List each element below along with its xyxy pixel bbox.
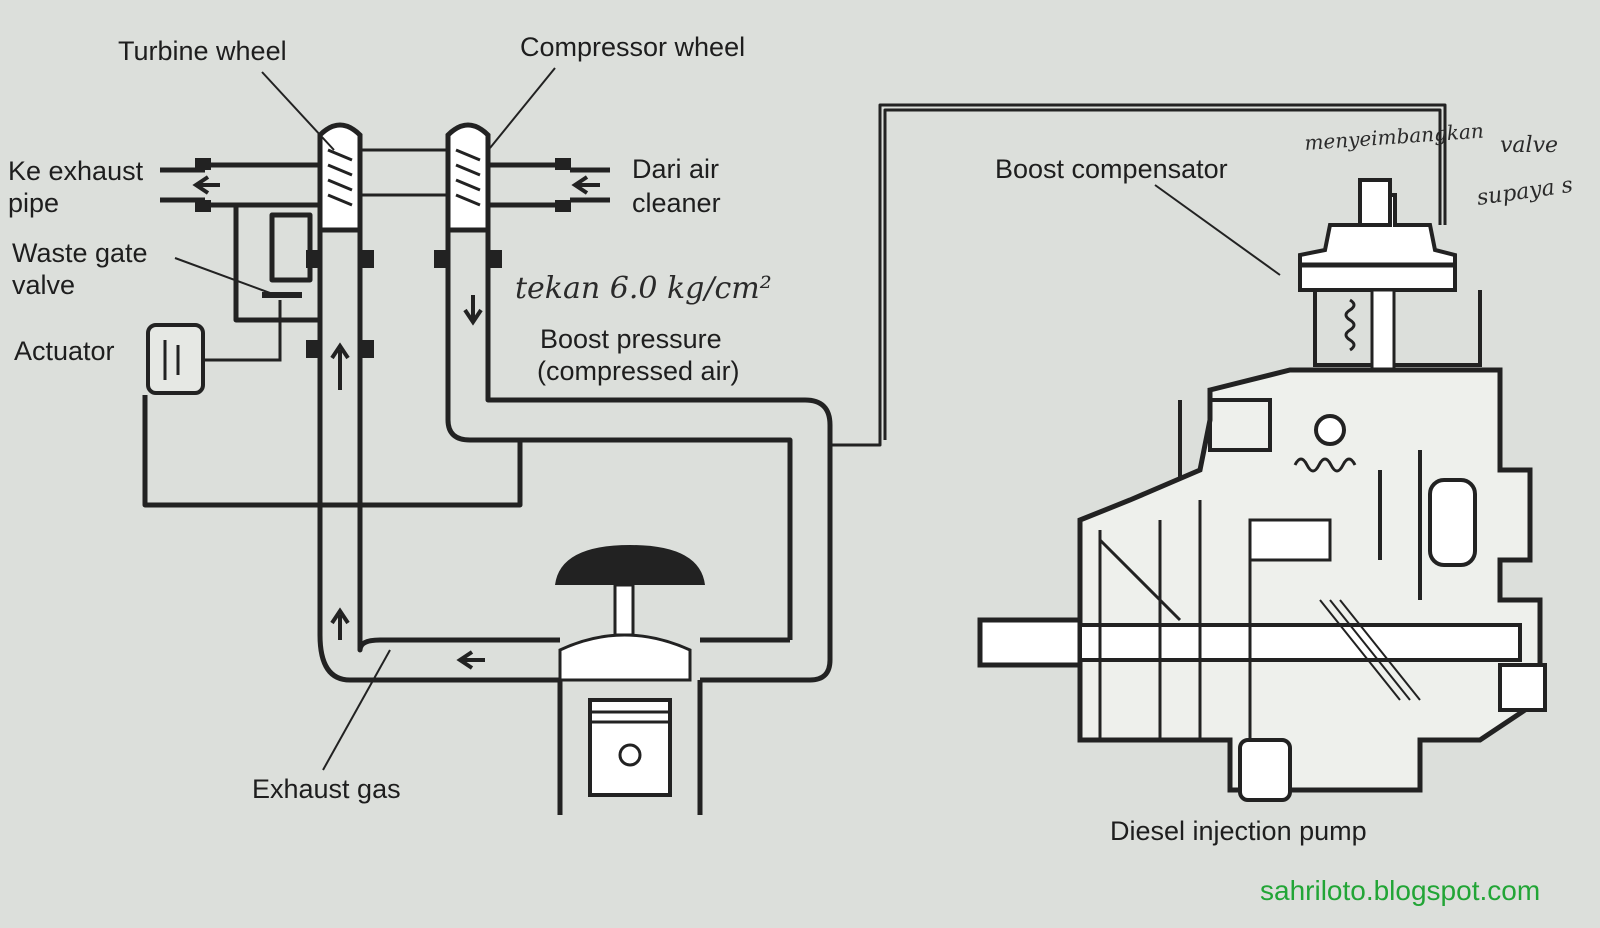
label-boost-pressure: Boost pressure [540,324,722,354]
label-dari-air: Dari air [632,154,719,184]
label-waste-gate: Waste gate [12,238,148,268]
label-compressor-wheel: Compressor wheel [520,32,745,62]
arrow-exhaust-out [192,175,220,195]
diesel-injection-pump [977,178,1547,802]
boost-line [830,103,1447,447]
label-diesel-injection-pump: Diesel injection pump [1110,816,1367,846]
turbocharger-unit [142,122,833,683]
handwritten-note-top-right: valve [1500,133,1558,158]
boost-compensator [1358,178,1392,227]
label-boost-compensator: Boost compensator [995,154,1228,184]
label-ke-exhaust: Ke exhaust [8,156,144,186]
handwritten-note-top: menyeimbangkan [1304,119,1485,155]
label-waste-gate-valve: valve [12,270,75,300]
label-turbine-wheel: Turbine wheel [118,36,287,66]
compressor-wheel [445,122,491,233]
label-exhaust-gas: Exhaust gas [252,774,401,804]
actuator [146,323,205,395]
label-ke-exhaust-pipe: pipe [8,188,59,218]
leader-lines [174,67,1281,771]
label-actuator: Actuator [14,336,115,366]
watermark: sahriloto.blogspot.com [1260,875,1540,906]
engine-cylinder [555,545,705,815]
arrow-air-in [571,175,600,195]
label-dari-air-cleaner: cleaner [632,188,721,218]
handwritten-note-right: supaya s [1475,173,1574,211]
label-compressed-air: (compressed air) [537,356,740,386]
handwritten-pressure-note: tekan 6.0 kg/cm² [515,271,772,306]
